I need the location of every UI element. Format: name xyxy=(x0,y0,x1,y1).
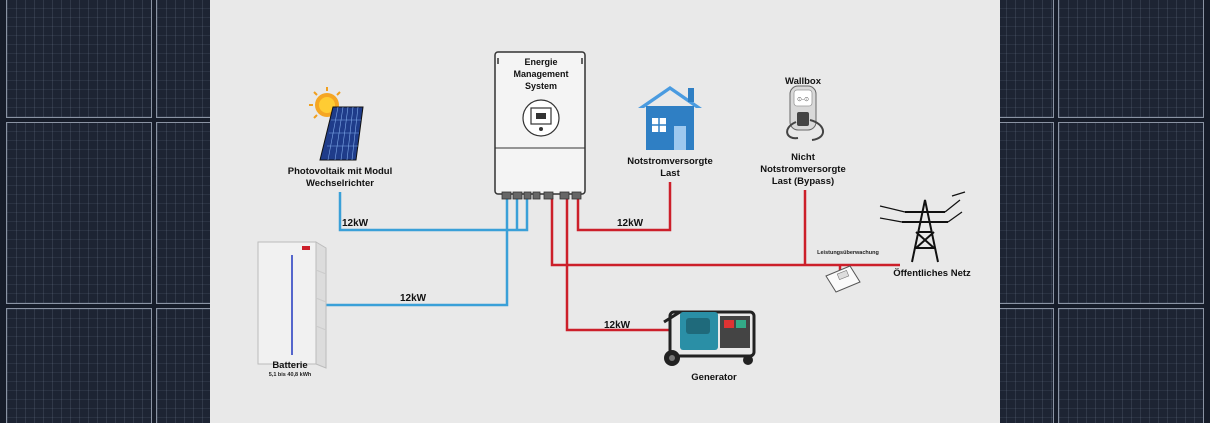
wallbox-label-line1: Nicht xyxy=(791,152,815,163)
battery-icon xyxy=(257,241,327,369)
grid-connection-line xyxy=(550,198,900,267)
meter-label: Leistungsüberwachung xyxy=(817,250,879,256)
diagram-canvas xyxy=(210,0,1000,423)
generator-connection-line xyxy=(565,198,670,332)
solar-panel-backdrop-right xyxy=(996,0,1210,423)
generator-label: Generator xyxy=(691,372,737,383)
battery-power-label: 12kW xyxy=(400,293,427,304)
pv-power-label: 12kW xyxy=(342,218,369,229)
pv-label-line2: Wechselrichter xyxy=(306,178,374,189)
wallbox-icon: ⊙-⊙ xyxy=(786,85,824,141)
wallbox-label-line3: Last (Bypass) xyxy=(771,176,835,187)
generator-power-label: 12kW xyxy=(604,320,631,331)
house-icon xyxy=(638,86,702,150)
house-label: Notstromversorgte Last xyxy=(612,156,728,180)
ems-title-line1: Energie xyxy=(524,57,558,67)
house-connection-line xyxy=(576,182,672,232)
ems-title-line2: Management xyxy=(513,69,569,79)
solar-panel-backdrop-left xyxy=(0,0,216,423)
pv-label-line1: Photovoltaik mit Modul xyxy=(287,166,393,177)
house-label-line1: Notstromversorgte xyxy=(627,156,713,167)
ems-title: Energie Management System xyxy=(498,56,584,92)
battery-title: Batterie xyxy=(272,360,308,371)
ems-title-line3: System xyxy=(524,81,558,91)
wallbox-title: Wallbox xyxy=(784,76,822,87)
house-power-label: 12kW xyxy=(617,218,644,229)
pv-connection-line xyxy=(338,192,529,232)
pv-module-icon xyxy=(309,87,364,161)
generator-icon xyxy=(663,310,756,366)
wallbox-label-line2: Notstromversorgte xyxy=(760,164,846,175)
battery-connection-line xyxy=(325,198,509,307)
grid-label: Öffentliches Netz xyxy=(893,268,971,279)
house-label-line2: Last xyxy=(660,168,680,179)
pv-label: Photovoltaik mit Modul Wechselrichter xyxy=(280,166,400,190)
battery-subtitle: 5,1 bis 40,8 kWh xyxy=(268,372,312,378)
svg-text:⊙-⊙: ⊙-⊙ xyxy=(797,97,809,103)
wallbox-label: Nicht Notstromversorgte Last (Bypass) xyxy=(748,152,858,188)
power-tower-icon xyxy=(879,191,966,263)
power-meter-icon xyxy=(825,265,861,293)
ems-inverter-icon xyxy=(494,51,586,200)
